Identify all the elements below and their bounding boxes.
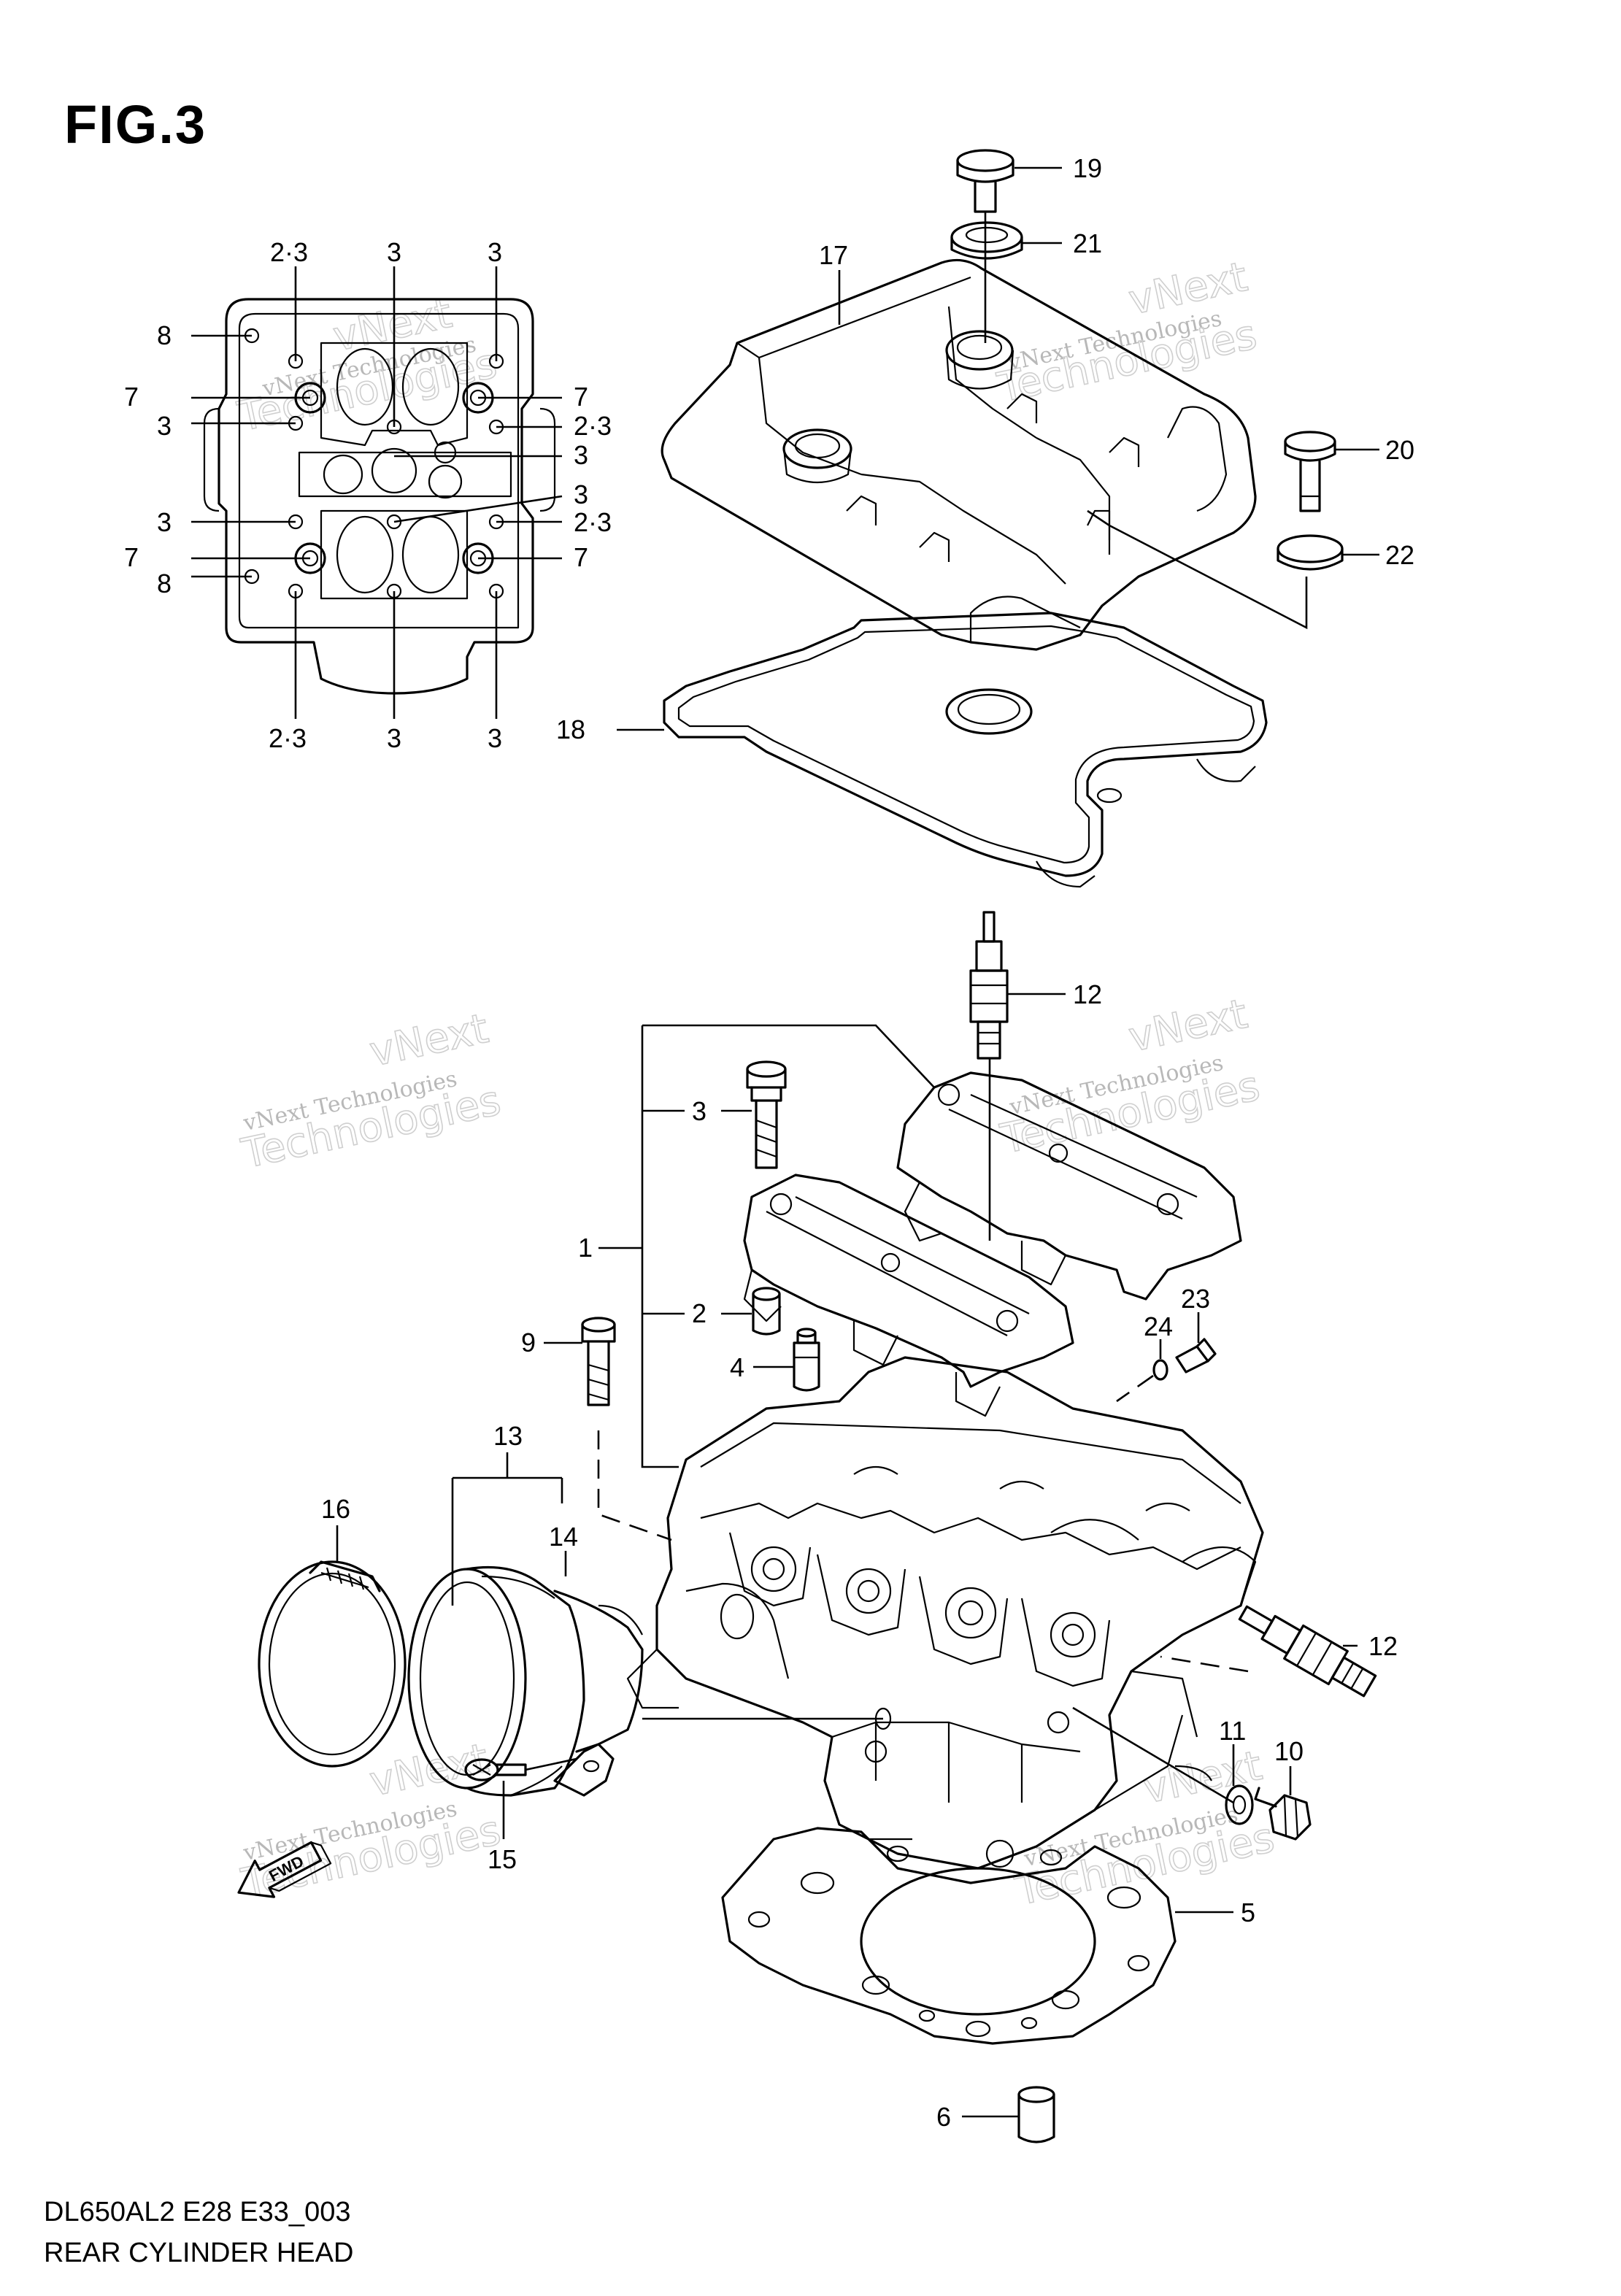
part-2-dowel [752, 1287, 781, 1336]
callout-13: 13 [493, 1421, 523, 1451]
inset-head-top-view: 2·3 3 3 8 7 3 3 7 8 7 2·3 3 3 2·3 7 2·3 … [124, 237, 612, 753]
callout-inset-left-8b: 8 [157, 569, 172, 598]
callout-inset-left-7b: 7 [124, 542, 139, 572]
part-23-plug [1175, 1338, 1217, 1374]
callout-inset-left-7a: 7 [124, 382, 139, 412]
callout-inset-top-left: 2·3 [270, 237, 308, 267]
watermark-vnext: vNext [1125, 990, 1252, 1062]
callout-inset-right-23b: 2·3 [574, 507, 612, 537]
part-4-valve-tappet [793, 1328, 820, 1392]
callout-inset-bottom-mid: 3 [387, 723, 401, 753]
callout-19: 19 [1073, 153, 1102, 183]
callout-inset-right-23a: 2·3 [574, 411, 612, 441]
callout-18: 18 [556, 714, 585, 744]
head-cover-assembly: 19 21 17 20 22 18 [556, 149, 1414, 888]
part-12-spark-plug-top [969, 911, 1009, 1060]
callout-inset-left-8a: 8 [157, 320, 172, 350]
callout-12a: 12 [1073, 979, 1102, 1009]
callout-9: 9 [521, 1328, 536, 1357]
part-9-bolt [581, 1317, 616, 1406]
part-16-clamp [258, 1560, 407, 1768]
callout-inset-bottom-left: 2·3 [269, 723, 307, 753]
callout-21: 21 [1073, 228, 1102, 258]
fwd-arrow-icon: FWD [237, 1841, 332, 1898]
camshaft-holders [743, 1071, 1242, 1417]
callout-inset-right-3a: 3 [574, 440, 588, 470]
callout-4: 4 [730, 1352, 744, 1382]
part-17-cylinder-head-cover [661, 258, 1257, 651]
part-19-bolt [956, 149, 1014, 213]
callout-6: 6 [936, 2102, 951, 2132]
callout-inset-top-right: 3 [488, 237, 502, 267]
callout-20: 20 [1385, 435, 1414, 465]
callout-11: 11 [1219, 1716, 1246, 1746]
part-22-grommet [1277, 534, 1344, 571]
part-21-grommet [950, 221, 1023, 260]
part-14-intake-pipe [407, 1565, 644, 1797]
figure-title: FIG.3 [64, 94, 207, 155]
watermark-vnext: vNext [366, 1005, 493, 1076]
callout-22: 22 [1385, 540, 1414, 570]
callout-23: 23 [1181, 1284, 1210, 1314]
callout-17: 17 [819, 240, 848, 270]
callout-3: 3 [692, 1096, 706, 1126]
callout-12b: 12 [1368, 1631, 1398, 1661]
part-11-washer [1225, 1784, 1254, 1825]
watermarks: vNext vNext Technologies Technologies vN… [233, 253, 1279, 1916]
figure-name: REAR CYLINDER HEAD [44, 2238, 354, 2268]
part-5-head-gasket [721, 1827, 1177, 2045]
callout-24: 24 [1144, 1311, 1173, 1341]
callout-inset-left-3b: 3 [157, 507, 172, 537]
callout-inset-bottom-right: 3 [488, 723, 502, 753]
callout-14: 14 [549, 1522, 578, 1552]
callout-inset-right-7a: 7 [574, 382, 588, 412]
part-24-o-ring [1152, 1359, 1168, 1381]
callout-15: 15 [488, 1844, 517, 1874]
part-10-bolt [1254, 1787, 1312, 1841]
part-6-dowel [1017, 2086, 1055, 2143]
callout-inset-right-3b: 3 [574, 479, 588, 509]
callout-inset-right-7b: 7 [574, 542, 588, 572]
callout-1: 1 [578, 1233, 593, 1263]
part-20-bolt [1284, 431, 1336, 512]
callout-2: 2 [692, 1298, 706, 1328]
figure-code: DL650AL2 E28 E33_003 [44, 2197, 351, 2227]
part-18-cover-gasket [663, 612, 1268, 888]
part-12-spark-plug-side [1238, 1605, 1377, 1698]
watermark-vnext: vNext [1139, 1742, 1266, 1814]
cylinder-head-body [626, 1356, 1264, 1870]
callout-inset-top-mid: 3 [387, 237, 401, 267]
callout-16: 16 [321, 1494, 350, 1524]
callout-inset-left-3a: 3 [157, 411, 172, 441]
callout-10: 10 [1274, 1736, 1304, 1766]
callout-5: 5 [1241, 1898, 1255, 1927]
part-3-bolt [746, 1060, 787, 1169]
watermark-vnext: vNext [366, 1735, 493, 1806]
